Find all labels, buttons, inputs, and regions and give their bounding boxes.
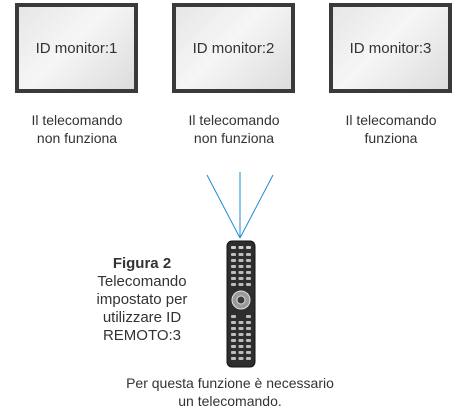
signal-beam-left [206,174,241,239]
monitor-3-label: ID monitor:3 [349,39,432,57]
figure-title: Figura 2 [112,255,172,272]
monitor-1-caption-line2: non funziona [36,130,118,146]
monitor-2-label: ID monitor:2 [192,39,275,57]
monitor-3-caption-line2: funziona [364,130,418,146]
monitor-2-caption-line1: Il telecomando [188,112,280,128]
monitor-3-caption: Il telecomando funziona [311,111,462,147]
requirement-note: Per questa funzione è necessario un tele… [80,374,380,410]
monitor-2: ID monitor:2 [172,3,295,93]
requirement-note-line2: un telecomando. [178,393,282,409]
remote-control-icon [226,240,256,368]
monitor-1: ID monitor:1 [15,3,138,93]
figure-line-2: impostato per [96,291,188,308]
monitor-1-caption-line1: Il telecomando [31,112,123,128]
figure-line-3: utilizzare ID [102,309,182,326]
figure-line-4: REMOTO:3 [102,327,182,344]
figure-line-1: Telecomando [97,273,187,290]
figure-caption: Figura 2 Telecomando impostato per utili… [62,255,222,345]
signal-beam-right [239,174,274,239]
monitor-3: ID monitor:3 [329,3,452,93]
monitor-2-caption-line2: non funziona [193,130,275,146]
monitor-3-caption-line1: Il telecomando [345,112,437,128]
monitor-2-caption: Il telecomando non funziona [154,111,314,147]
requirement-note-line1: Per questa funzione è necessario [126,375,334,391]
monitor-1-caption: Il telecomando non funziona [0,111,157,147]
monitor-1-label: ID monitor:1 [35,39,118,57]
